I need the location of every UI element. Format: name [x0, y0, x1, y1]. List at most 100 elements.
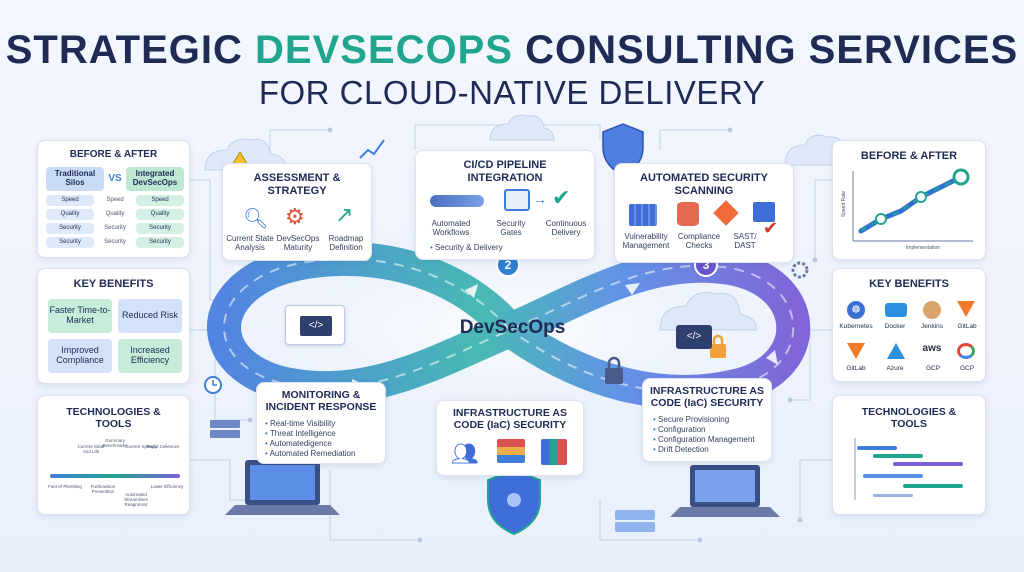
gitlab-logo-icon	[847, 343, 865, 359]
iac-right-card: INFRASTRUCTURE AS CODE (IaC) SECURITY Se…	[642, 378, 772, 462]
left-technologies-title: TECHNOLOGIES & TOOLS	[66, 406, 161, 431]
row-left-cell: Security	[46, 223, 94, 234]
traditional-silos-header: Traditional Silos	[46, 167, 104, 191]
monitoring-title: MONITORING & INCIDENT RESPONSE	[265, 389, 377, 414]
automated-workflows-label: Automated Workflows	[431, 219, 471, 237]
timeline-top-label: Current State And Life	[77, 444, 105, 454]
pipeline-icon	[430, 195, 484, 207]
gitlab-logo-icon	[957, 301, 975, 317]
red-check-icon: ✔	[763, 218, 779, 238]
vulnerability-grid-icon	[629, 204, 657, 226]
roadmap-arrow-icon: ↗	[335, 202, 354, 227]
continuous-delivery-label: Continuous Delivery	[545, 219, 587, 237]
cicd-pipeline-card: CI/CD PIPELINE INTEGRATION → ✔ Automated…	[415, 150, 595, 260]
iac-bullet: Secure Provisioning	[653, 415, 771, 424]
timeline-bottom-label: Automated Streamlines Reagnmost	[124, 492, 148, 507]
code-icon: </>	[300, 316, 332, 336]
diamond-warning-icon	[713, 200, 739, 226]
security-gates-label: Security Gates	[496, 219, 526, 237]
comparison-row: Security Security Security	[46, 223, 184, 235]
timeline-bottom-label: Lower Efficiency	[150, 484, 184, 489]
right-trend-chart	[852, 168, 973, 242]
cicd-title: CI/CD PIPELINE INTEGRATION	[463, 159, 547, 184]
right-before-after-card: BEFORE & AFTER Speed Rate Implementation	[832, 140, 986, 260]
shield-check-icon: ✔	[552, 185, 571, 210]
timeline-bottom-label: Fast-ef Plentiting	[48, 484, 82, 489]
tool-label: GCP	[959, 365, 975, 372]
page-subtitle: FOR CLOUD-NATIVE DELIVERY	[258, 74, 766, 111]
center-label: DevSecOps	[459, 317, 566, 338]
books-lock-icon	[541, 439, 567, 465]
benefit-reduced-risk: Reduced Risk	[118, 299, 182, 333]
tool-label: GCP	[925, 365, 941, 372]
jenkins-logo-icon	[923, 301, 941, 319]
row-mid-cell: Speed	[106, 197, 124, 203]
benefit-improved-compliance: Improved Compliance	[48, 339, 112, 373]
row-left-cell: Speed	[46, 195, 94, 206]
kubernetes-logo-icon: ☸	[847, 301, 865, 319]
tool-label: Azure	[886, 365, 904, 372]
iac-bullet: Configuration	[653, 425, 771, 434]
right-technologies-title: TECHNOLOGIES & TOOLS	[861, 406, 957, 431]
timeline-bottom-label: Furthowition Preventiton	[90, 484, 116, 494]
cicd-bullet: Security & Delivery	[430, 243, 540, 252]
left-technologies-card: TECHNOLOGIES & TOOLS Current State And L…	[37, 395, 190, 515]
left-key-benefits-title: KEY BENEFITS	[73, 278, 154, 290]
right-technologies-card: TECHNOLOGIES & TOOLS	[832, 395, 986, 515]
tool-label: Kubernetes	[839, 323, 873, 330]
timeline-top-label: Gummary Benchmarks	[102, 438, 128, 448]
arrow-right-icon: →	[533, 191, 547, 207]
devsecops-maturity-label: DevSecOps Maturity	[276, 234, 320, 252]
iac-bullet: Configuration Management	[653, 435, 771, 444]
right-key-benefits-title: KEY BENEFITS	[869, 278, 949, 290]
gantt-chart	[854, 438, 963, 500]
row-right-cell: Security	[136, 237, 184, 248]
right-key-benefits-card: KEY BENEFITS ☸ Kubernetes Docker Jenkins…	[832, 268, 986, 382]
timeline-bar	[50, 474, 180, 478]
server-icon	[753, 202, 775, 222]
team-icon: 👥︎	[451, 441, 479, 466]
sast-dast-label: SAST/ DAST	[733, 232, 757, 250]
current-state-label: Current State Analysis	[226, 234, 274, 252]
compliance-checks-label: Compliance Checks	[677, 232, 721, 250]
azure-logo-icon	[887, 343, 905, 359]
row-right-cell: Speed	[136, 195, 184, 206]
tool-label: Docker	[884, 323, 906, 330]
row-right-cell: Security	[136, 223, 184, 234]
left-before-after-card: BEFORE & AFTER Traditional Silos VS Inte…	[37, 140, 190, 258]
iac-right-title: INFRASTRUCTURE AS CODE (IaC) SECURITY	[650, 385, 764, 410]
integrated-devsecops-header: Integrated DevSecOps	[126, 167, 184, 191]
timeline-top-label: Rapid Cellences	[146, 444, 180, 449]
row-mid-cell: Quality	[105, 211, 125, 217]
benefit-increased-efficiency: Increased Efficiency	[118, 339, 182, 373]
monitoring-card: MONITORING & INCIDENT RESPONSE Real-time…	[256, 382, 386, 464]
comparison-row: Security Security Security	[46, 237, 184, 249]
row-mid-cell: Security	[104, 239, 126, 245]
benefit-faster-time-to-market: Faster Time-to-Market	[48, 299, 112, 333]
tool-label: GitLab	[846, 365, 866, 372]
iac-bullet: Drift Detection	[653, 445, 771, 454]
vulnerability-management-label: Vulnerability Management	[622, 232, 670, 250]
right-chart-ylabel: Speed Rate	[841, 190, 847, 218]
gears-icon: ⚙	[285, 204, 305, 229]
left-key-benefits-card: KEY BENEFITS Faster Time-to-Market Reduc…	[37, 268, 190, 384]
right-chart-xlabel: Implementation	[905, 245, 941, 251]
row-left-cell: Security	[46, 237, 94, 248]
row-mid-cell: Security	[104, 225, 126, 231]
monitoring-bullet: Automated Remediation	[265, 449, 385, 458]
database-icon	[677, 202, 699, 226]
security-gate-icon	[504, 189, 530, 211]
roadmap-definition-label: Roadmap Definition	[328, 234, 364, 252]
timeline-top-label: Current Speedy	[125, 444, 157, 449]
step-2-label: 2	[504, 258, 512, 272]
row-right-cell: Quality	[136, 209, 184, 220]
row-left-cell: Quality	[46, 209, 94, 220]
tool-label: Jenkins	[920, 323, 944, 330]
left-before-after-title: BEFORE & AFTER	[69, 149, 158, 160]
comparison-row: Quality Quality Quality	[46, 209, 184, 221]
assessment-title: ASSESSMENT & STRATEGY	[253, 172, 341, 197]
monitoring-bullet: Threat Intelligence	[265, 429, 385, 438]
iac-center-title: INFRASTRUCTURE AS CODE (IaC) SECURITY	[453, 407, 567, 432]
aws-logo-text: aws	[922, 343, 942, 354]
assessment-strategy-card: ASSESSMENT & STRATEGY 🔍︎ ⚙ ↗ Current Sta…	[222, 163, 372, 261]
